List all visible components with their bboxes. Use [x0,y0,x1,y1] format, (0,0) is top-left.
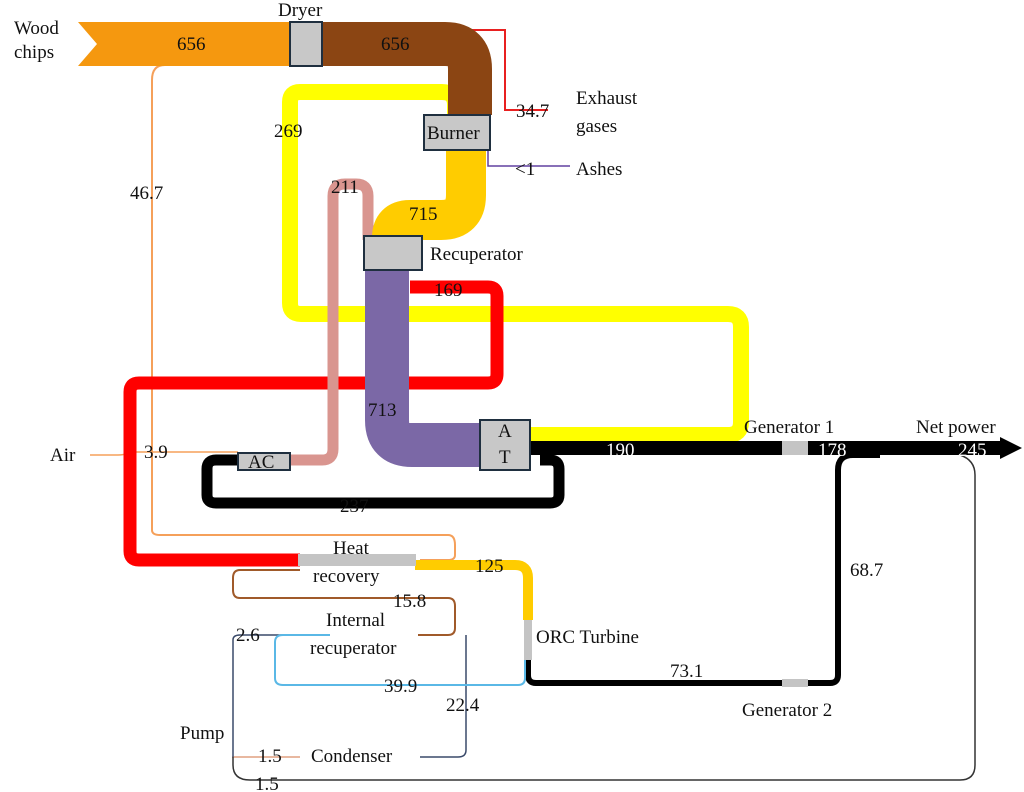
at-label-a: A [498,421,512,442]
recuperator-box [363,235,423,271]
net-power-arrow [1000,437,1022,459]
value-air-in: 3.9 [144,442,168,463]
orc-blue-flow [274,634,526,686]
value-compressor-loop: 237 [340,496,369,517]
generator1-segment [782,441,808,455]
orc-turbine-label: ORC Turbine [536,627,639,648]
orc-brown-loop [232,569,456,636]
orc-turbine-output-flow [525,452,880,686]
generator2-segment [782,679,808,687]
ac-label: AC [248,452,274,473]
heat-recovery-segment [298,554,416,566]
value-air-path: 46.7 [130,183,163,204]
ashes-flow [487,150,570,167]
value-heat-recovery: 125 [475,556,504,577]
net-return-flow [232,454,976,781]
value-cond-loop: 22.4 [446,695,480,716]
pump-up-flow [232,634,300,757]
value-dryer-out: 656 [381,34,410,55]
value-wood-in: 656 [177,34,206,55]
value-pump-bottom: 1.5 [255,774,279,792]
pump-label: Pump [180,723,224,744]
burner-box [423,114,491,151]
value-exhaust: 34.7 [516,101,549,122]
hot-gas-flow [372,150,486,258]
heat-recovery-gas-flow [415,560,533,620]
compressor-power-loop [201,454,565,509]
orc-turbine-segment [524,620,532,660]
dried-wood-flow [300,22,492,115]
orc-dark-loop [420,635,467,758]
value-red-169: 169 [434,280,463,301]
value-at-out: 190 [606,440,635,461]
recuperator-label: Recuperator [430,244,524,265]
red-gas-flow [123,280,504,567]
dryer-label: Dryer [278,0,323,21]
value-gen2-out: 68.7 [850,560,883,581]
purple-air-flow [365,270,480,467]
value-purple: 713 [368,400,397,421]
generator2-label: Generator 2 [742,700,832,721]
ashes-label: Ashes [576,159,622,180]
air-label: Air [50,445,76,466]
value-ashes: <1 [515,159,535,180]
value-yellow-loop: 269 [274,121,303,142]
ac-box [237,452,291,471]
wood-chips-flow [78,22,300,66]
exhaust-flow [460,29,548,111]
pink-air-flow [290,178,374,466]
yellow-air-flow [282,84,749,443]
value-gen1-out: 178 [818,440,847,461]
value-net-power: 245 [958,440,987,461]
net-power-label: Net power [916,417,996,438]
value-pump-in: 2.6 [236,625,260,646]
value-burner-out: 715 [409,204,438,225]
value-pink-ac: 211 [331,177,359,198]
value-orc-loop: 15.8 [393,591,426,612]
air-thin-flow [151,64,456,561]
condenser-label: Condenser [311,746,393,767]
value-blue-loop: 39.9 [384,676,417,697]
dryer-box [289,21,323,67]
at-label-t: T [499,447,511,468]
generator1-label: Generator 1 [744,417,834,438]
value-pump-cond: 1.5 [258,746,282,767]
burner-label: Burner [427,123,480,144]
value-orc-out: 73.1 [670,661,703,682]
at-box [479,419,531,471]
